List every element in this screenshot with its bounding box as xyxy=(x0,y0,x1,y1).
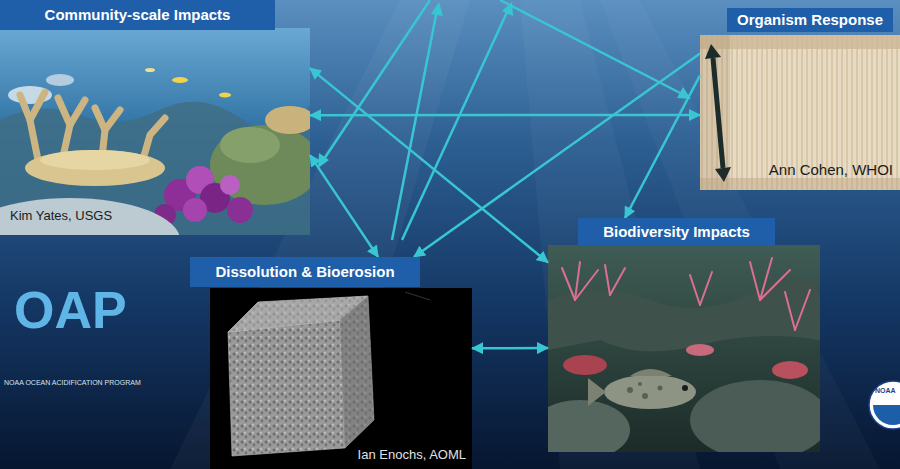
reef-photo-part-part xyxy=(227,197,253,223)
reef-photo-part xyxy=(0,198,180,235)
reef-photo-part xyxy=(219,93,231,98)
ct-scan-photo-part xyxy=(340,296,374,448)
ct-scan-photo-part xyxy=(210,288,472,469)
reef-photo-part-part xyxy=(58,98,70,125)
reef-fish-photo-part xyxy=(682,385,688,391)
reef-photo-part xyxy=(40,150,150,170)
photo-credit: Ann Cohen, WHOI xyxy=(769,162,893,178)
relation-arrow xyxy=(472,347,548,350)
growth-band-arrow xyxy=(705,44,731,182)
reef-fish-photo-part xyxy=(686,344,714,356)
reef-fish-photo-part xyxy=(548,277,820,351)
reef-fish-photo-part xyxy=(562,258,810,330)
label-spot: NOAA OCEAN ACIDIFICATION PROGRAM xyxy=(4,378,141,388)
panel-heading: Organism Response xyxy=(727,8,893,32)
photo-panel: Biodiversity Impacts xyxy=(548,218,820,452)
reef-photo-part xyxy=(25,150,165,186)
reef-fish-photo-part-part xyxy=(562,268,575,300)
label-spot: OAP xyxy=(14,280,127,340)
relation-arrow xyxy=(625,75,700,218)
reef-photo-part xyxy=(154,166,253,226)
noaa-logo-part xyxy=(869,381,900,429)
reef-fish-photo-part xyxy=(642,393,648,399)
ct-scan-photo-part xyxy=(405,292,430,300)
off-slide-arrowheads-part xyxy=(502,2,513,16)
reef-photo-part xyxy=(220,127,280,163)
reef-photo-part xyxy=(172,77,188,83)
reef-photo xyxy=(0,28,310,235)
reef-fish-photo-part-part xyxy=(610,268,625,295)
off-slide-arrows-part xyxy=(402,10,508,240)
photo-panel: Dissolution & BioerosionIan Enochs, AOML xyxy=(190,257,472,469)
photo-panel: Community-scale ImpactsKim Yates, USGS xyxy=(0,0,310,235)
reef-fish-photo xyxy=(548,245,820,452)
noaa-logo-part xyxy=(869,381,900,429)
coral-core-photo xyxy=(700,35,900,190)
reef-photo-part xyxy=(145,68,155,72)
ct-scan-photo-part xyxy=(340,296,374,448)
reef-fish-photo-part-part xyxy=(750,262,760,300)
reef-photo-part xyxy=(265,106,310,134)
label-spot: NOAA xyxy=(875,386,896,395)
reef-photo-part-part xyxy=(95,108,105,130)
photo-panel: Organism ResponseAnn Cohen, WHOI xyxy=(700,8,900,190)
reef-fish-photo-part-part xyxy=(795,290,810,330)
reef-photo-part xyxy=(210,125,310,205)
photo-credit: Ian Enochs, AOML xyxy=(358,447,466,463)
off-slide-arrows xyxy=(322,0,684,240)
reef-fish-photo-part-part xyxy=(575,270,598,300)
reef-fish-photo-part-part xyxy=(700,272,712,305)
reef-fish-photo-part xyxy=(772,361,808,379)
off-slide-arrows-part xyxy=(392,10,437,240)
growth-band-arrow-part xyxy=(715,167,731,182)
reef-fish-photo-part-part xyxy=(785,292,795,330)
logo-text: NOAA xyxy=(875,386,896,395)
ct-scan-photo xyxy=(210,288,472,469)
ct-scan-photo-part xyxy=(228,320,345,456)
relation-arrow xyxy=(310,155,378,257)
off-slide-arrows-part xyxy=(500,0,684,95)
coral-core-photo-part xyxy=(700,35,900,190)
reef-fish-photo-part xyxy=(588,378,606,406)
reef-photo-part xyxy=(46,74,74,86)
reef-fish-photo-part xyxy=(690,380,820,452)
noaa-logo xyxy=(869,381,900,429)
relation-arrow xyxy=(310,68,548,262)
coral-core-photo-part xyxy=(700,35,730,190)
off-slide-arrowheads xyxy=(318,2,691,168)
reef-fish-photo-part xyxy=(630,369,672,376)
panel-heading: Community-scale Impacts xyxy=(0,0,275,30)
reef-fish-photo-part xyxy=(658,386,663,391)
off-slide-arrows-part xyxy=(322,0,430,162)
program-name: NOAA OCEAN ACIDIFICATION PROGRAM xyxy=(4,378,141,388)
reef-fish-photo-part xyxy=(563,355,607,375)
reef-photo-part-part xyxy=(30,92,45,120)
reef-photo-part-part xyxy=(220,175,240,195)
reef-fish-photo-part-part xyxy=(605,265,610,295)
off-slide-arrowheads-part xyxy=(431,2,443,16)
photo-credit: Kim Yates, USGS xyxy=(10,208,112,224)
growth-band-arrow-part xyxy=(705,44,721,59)
reef-fish-photo-part xyxy=(638,382,642,386)
coral-core-photo-part xyxy=(700,178,900,190)
reef-fish-photo-part xyxy=(548,400,630,452)
reef-fish-photo-part xyxy=(604,375,696,409)
reef-fish-photo-part-part xyxy=(690,275,700,305)
off-slide-arrowheads-part xyxy=(318,153,329,168)
logo-wordmark: OAP xyxy=(14,280,127,340)
panel-heading: Biodiversity Impacts xyxy=(578,218,775,245)
growth-band-arrow-part xyxy=(713,58,723,168)
reef-fish-photo-part xyxy=(627,387,633,393)
reef-photo-part-part xyxy=(183,198,207,222)
panel-heading: Dissolution & Bioerosion xyxy=(190,257,420,287)
